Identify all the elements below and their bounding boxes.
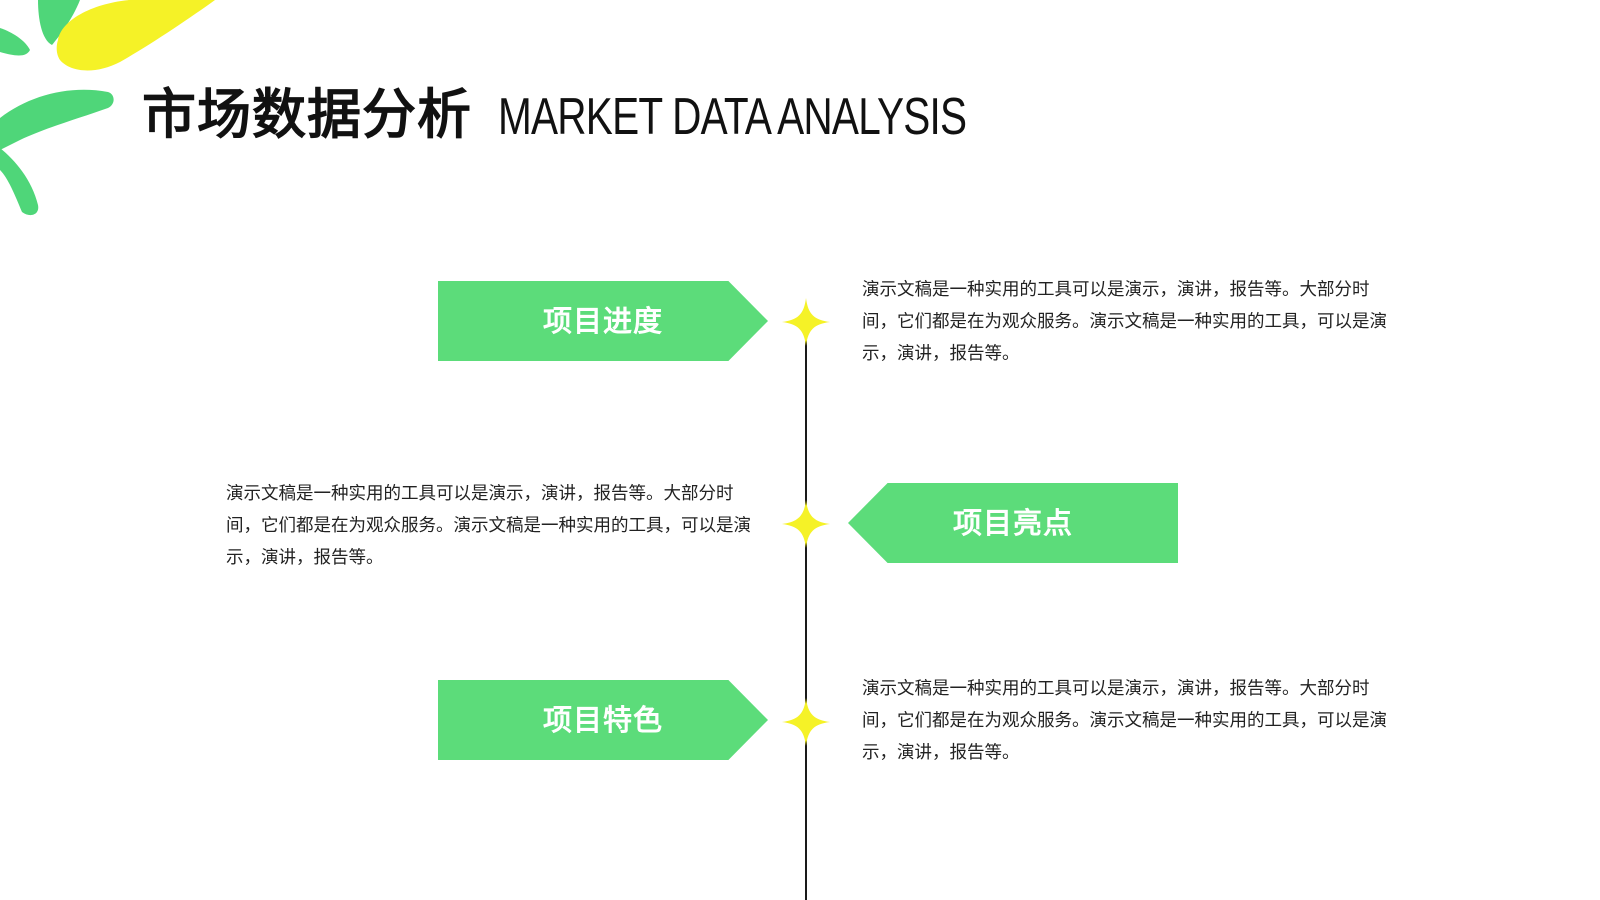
page-title-english: MARKET DATA ANALYSIS [498,88,967,146]
label-project-progress: 项目进度 [438,281,768,361]
label-project-features: 项目特色 [438,680,768,760]
timeline-star-icon [782,698,830,746]
label-project-highlights: 项目亮点 [848,483,1178,563]
description-text: 演示文稿是一种实用的工具可以是演示，演讲，报告等。大部分时间，它们都是在为观众服… [226,484,751,568]
page-title-chinese: 市场数据分析 [142,83,472,146]
timeline-line [805,318,807,900]
paint-stroke-decoration [0,0,215,216]
description-text: 演示文稿是一种实用的工具可以是演示，演讲，报告等。大部分时间，它们都是在为观众服… [862,280,1387,364]
description-text: 演示文稿是一种实用的工具可以是演示，演讲，报告等。大部分时间，它们都是在为观众服… [862,679,1387,763]
timeline-star-icon [782,298,830,346]
timeline-star-icon [782,500,830,548]
